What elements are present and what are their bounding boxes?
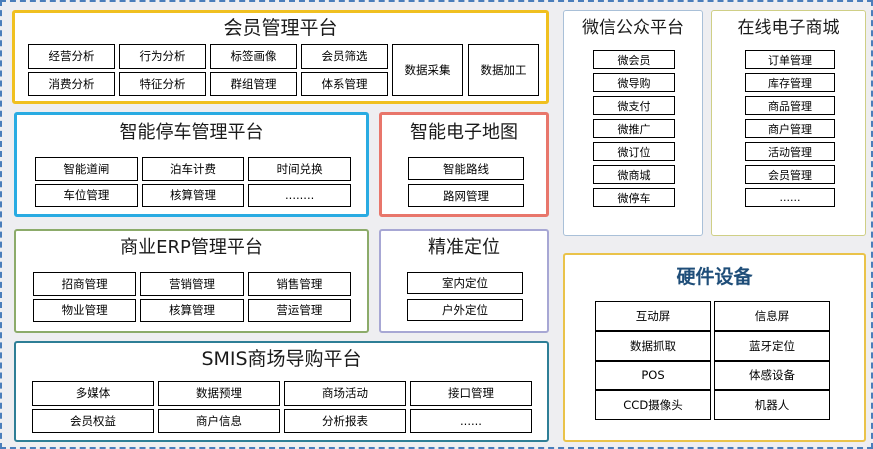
item-box[interactable]: ........ [248, 183, 351, 207]
item-box[interactable]: 泊车计费 [141, 157, 245, 181]
item-box[interactable]: ...... [410, 408, 532, 433]
item-box[interactable]: 核算管理 [141, 183, 245, 207]
item-box[interactable]: 微商城 [593, 165, 675, 184]
item-box[interactable]: 会员管理 [745, 165, 835, 184]
item-box[interactable]: 数据加工 [468, 44, 539, 96]
item-box[interactable]: 分析报表 [284, 408, 406, 433]
item-box[interactable]: CCD摄像头 [595, 390, 711, 420]
item-box[interactable]: 订单管理 [745, 50, 835, 69]
panel-title-hardware-devices: 硬件设备 [676, 266, 753, 288]
item-box[interactable]: 数据预埋 [158, 381, 280, 406]
item-box[interactable]: 标签画像 [210, 44, 297, 69]
parking-platform-item-grid: 智能道闸 泊车计费 时间兑换 车位管理 核算管理 ........ [35, 157, 351, 207]
item-box[interactable]: 会员权益 [32, 408, 154, 433]
item-box[interactable]: 蓝牙定位 [714, 330, 830, 361]
item-box[interactable]: 微订位 [593, 142, 675, 161]
item-box[interactable]: 微推广 [593, 119, 675, 138]
panel-title-position-platform: 精准定位 [428, 237, 500, 258]
item-box[interactable]: 经营分析 [28, 44, 115, 69]
panel-erp-platform[interactable]: 商业ERP管理平台 招商管理 营销管理 销售管理 物业管理 核算管理 营运管理 [14, 229, 369, 333]
item-box[interactable]: 微停车 [593, 188, 675, 207]
item-box[interactable]: 消费分析 [28, 71, 115, 96]
item-box[interactable]: 商场活动 [284, 381, 406, 406]
panel-title-member-platform: 会员管理平台 [223, 17, 338, 39]
member-platform-wide-grid: 数据采集 数据加工 [392, 44, 539, 96]
item-box[interactable]: 营运管理 [247, 298, 351, 322]
item-box[interactable]: 营销管理 [140, 272, 244, 296]
item-box[interactable]: 户外定位 [407, 299, 523, 321]
wechat-platform-item-list: 微会员 微导购 微支付 微推广 微订位 微商城 微停车 [593, 50, 675, 207]
item-box[interactable]: 商品管理 [745, 96, 835, 115]
item-box[interactable]: 多媒体 [32, 381, 154, 406]
item-box[interactable]: 时间兑换 [248, 157, 351, 181]
position-platform-item-list: 室内定位 户外定位 [407, 272, 523, 321]
hardware-devices-item-grid: 互动屏 信息屏 数据抓取 蓝牙定位 POS 体感设备 CCD摄像头 机器人 [595, 301, 830, 420]
item-box[interactable]: 特征分析 [119, 71, 206, 96]
panel-title-wechat-platform: 微信公众平台 [582, 18, 684, 38]
item-box[interactable]: 互动屏 [595, 301, 711, 331]
item-box[interactable]: 智能路线 [408, 157, 524, 180]
item-box[interactable]: 接口管理 [410, 381, 532, 406]
panel-position-platform[interactable]: 精准定位 室内定位 户外定位 [379, 229, 549, 333]
item-box[interactable]: 微会员 [593, 50, 675, 69]
item-box[interactable]: 体感设备 [714, 360, 830, 391]
item-box[interactable]: 信息屏 [714, 301, 830, 331]
item-box[interactable]: 数据采集 [392, 44, 463, 96]
erp-platform-item-grid: 招商管理 营销管理 销售管理 物业管理 核算管理 营运管理 [33, 272, 351, 322]
panel-smis-platform[interactable]: SMIS商场导购平台 多媒体 数据预埋 商场活动 接口管理 会员权益 商户信息 … [14, 341, 549, 442]
panel-title-smis-platform: SMIS商场导购平台 [201, 348, 362, 370]
item-box[interactable]: ...... [745, 188, 835, 207]
item-box[interactable]: 商户信息 [158, 408, 280, 433]
item-box[interactable]: 数据抓取 [595, 330, 711, 361]
panel-hardware-devices[interactable]: 硬件设备 互动屏 信息屏 数据抓取 蓝牙定位 POS 体感设备 CCD摄像头 机… [563, 253, 866, 442]
panel-emap-platform[interactable]: 智能电子地图 智能路线 路网管理 [379, 112, 549, 217]
item-box[interactable]: 群组管理 [210, 71, 297, 96]
online-mall-item-list: 订单管理 库存管理 商品管理 商户管理 活动管理 会员管理 ...... [745, 50, 835, 207]
item-box[interactable]: 体系管理 [301, 71, 388, 96]
panel-title-erp-platform: 商业ERP管理平台 [120, 237, 263, 258]
item-box[interactable]: 智能道闸 [35, 157, 138, 181]
item-box[interactable]: POS [595, 360, 711, 391]
item-box[interactable]: 会员筛选 [301, 44, 388, 69]
item-box[interactable]: 室内定位 [407, 272, 523, 294]
item-box[interactable]: 微支付 [593, 96, 675, 115]
panel-title-emap-platform: 智能电子地图 [410, 122, 518, 143]
item-box[interactable]: 物业管理 [33, 298, 137, 322]
panel-parking-platform[interactable]: 智能停车管理平台 智能道闸 泊车计费 时间兑换 车位管理 核算管理 ......… [14, 112, 369, 217]
item-box[interactable]: 车位管理 [35, 183, 138, 207]
item-box[interactable]: 库存管理 [745, 73, 835, 92]
smis-platform-item-grid: 多媒体 数据预埋 商场活动 接口管理 会员权益 商户信息 分析报表 ...... [32, 381, 532, 433]
item-box[interactable]: 机器人 [714, 390, 830, 420]
item-box[interactable]: 核算管理 [140, 298, 244, 322]
item-box[interactable]: 路网管理 [408, 184, 524, 207]
item-box[interactable]: 招商管理 [33, 272, 137, 296]
panel-wechat-platform[interactable]: 微信公众平台 微会员 微导购 微支付 微推广 微订位 微商城 微停车 [563, 10, 703, 236]
item-box[interactable]: 活动管理 [745, 142, 835, 161]
member-platform-item-grid: 经营分析 行为分析 标签画像 会员筛选 消费分析 特征分析 群组管理 体系管理 [28, 44, 388, 96]
item-box[interactable]: 微导购 [593, 73, 675, 92]
panel-member-platform[interactable]: 会员管理平台 经营分析 行为分析 标签画像 会员筛选 消费分析 特征分析 群组管… [12, 10, 549, 104]
item-box[interactable]: 商户管理 [745, 119, 835, 138]
panel-title-parking-platform: 智能停车管理平台 [119, 122, 264, 143]
panel-title-online-mall: 在线电子商城 [737, 18, 840, 38]
item-box[interactable]: 销售管理 [247, 272, 351, 296]
item-box[interactable]: 行为分析 [119, 44, 206, 69]
emap-platform-item-list: 智能路线 路网管理 [408, 157, 524, 207]
panel-online-mall[interactable]: 在线电子商城 订单管理 库存管理 商品管理 商户管理 活动管理 会员管理 ...… [711, 10, 866, 236]
